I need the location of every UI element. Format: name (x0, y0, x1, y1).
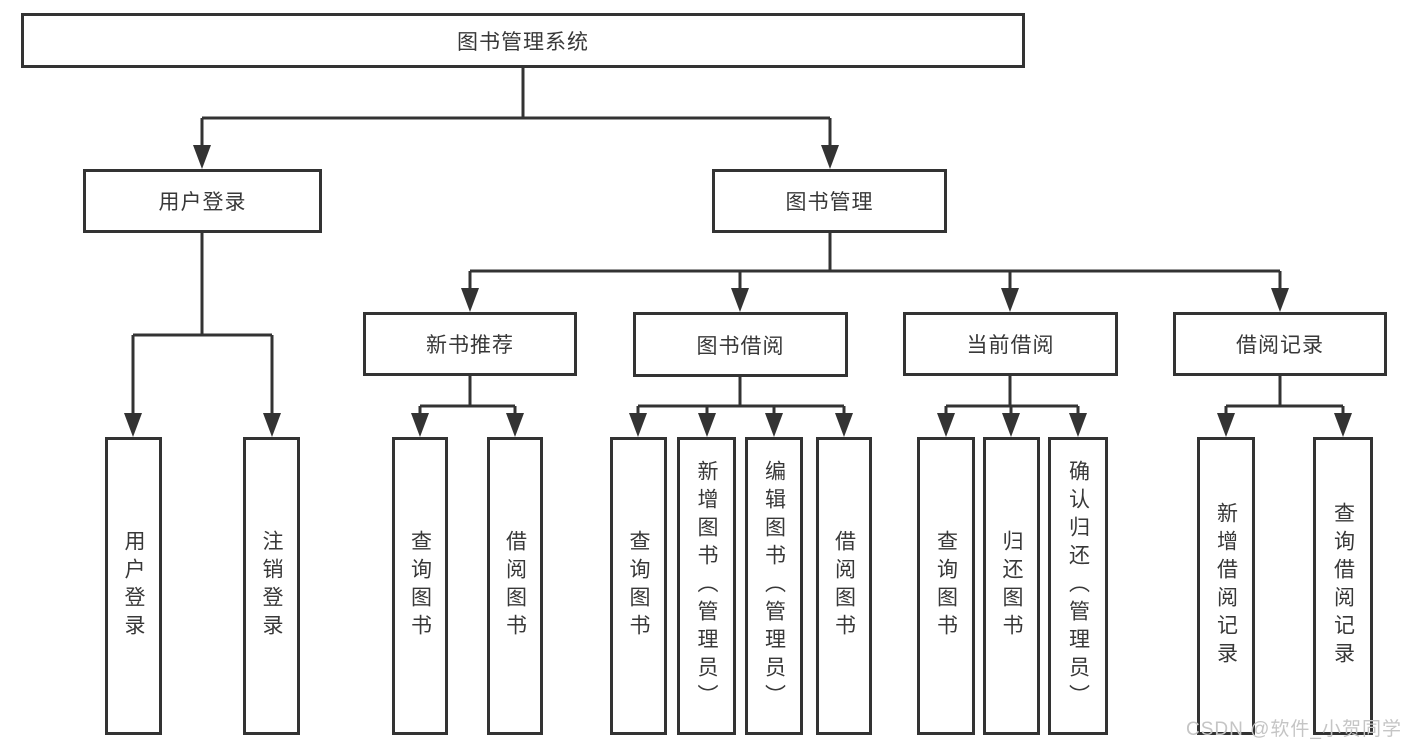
node-label: 借阅图书 (503, 530, 527, 642)
leaf-add-books-admin: 新增图书（管理员） (677, 437, 736, 735)
node-book-management: 图书管理 (712, 169, 947, 233)
leaf-query-books-recommend: 查询图书 (392, 437, 448, 735)
node-label: 注销登录 (260, 530, 283, 642)
leaf-confirm-return-admin: 确认归还（管理员） (1048, 437, 1108, 735)
node-label: 编辑图书（管理员） (762, 460, 786, 712)
leaf-query-books-borrow: 查询图书 (610, 437, 667, 735)
arrowhead-icons (124, 145, 1352, 437)
node-label: 查询图书 (934, 530, 958, 642)
node-label: 新书推荐 (426, 334, 514, 357)
node-label: 借阅图书 (832, 530, 856, 642)
node-label: 当前借阅 (966, 334, 1055, 357)
leaf-return-books: 归还图书 (983, 437, 1040, 735)
leaf-user-login: 用户登录 (105, 437, 162, 735)
node-label: 借阅记录 (1236, 334, 1324, 357)
node-user-login: 用户登录 (83, 169, 322, 233)
csdn-watermark: CSDN @软件_小贺同学 (1186, 719, 1402, 740)
leaf-query-borrow-record: 查询借阅记录 (1313, 437, 1373, 735)
leaf-query-books-current: 查询图书 (917, 437, 975, 735)
node-label: 查询图书 (627, 530, 650, 642)
leaf-borrow-books-recommend: 借阅图书 (487, 437, 543, 735)
node-book-borrowing: 图书借阅 (633, 312, 848, 377)
leaf-edit-books-admin: 编辑图书（管理员） (745, 437, 803, 735)
node-current-borrowing: 当前借阅 (903, 312, 1118, 376)
node-label: 查询借阅记录 (1331, 502, 1355, 670)
node-label: 新增图书（管理员） (695, 460, 718, 712)
node-root: 图书管理系统 (21, 13, 1025, 68)
node-label: 归还图书 (1000, 530, 1023, 642)
leaf-borrow-books: 借阅图书 (816, 437, 872, 735)
node-label: 图书借阅 (696, 334, 785, 358)
node-label: 图书管理系统 (457, 30, 589, 54)
node-label: 确认归还（管理员） (1066, 460, 1090, 712)
node-label: 用户登录 (158, 191, 247, 214)
leaf-logout: 注销登录 (243, 437, 300, 735)
node-label: 用户登录 (122, 530, 145, 642)
node-new-book-recommendation: 新书推荐 (363, 312, 577, 376)
node-label: 图书管理 (785, 191, 874, 214)
leaf-add-borrow-record: 新增借阅记录 (1197, 437, 1255, 735)
node-label: 查询图书 (408, 530, 432, 642)
node-label: 新增借阅记录 (1214, 502, 1238, 670)
node-borrowing-records: 借阅记录 (1173, 312, 1387, 376)
